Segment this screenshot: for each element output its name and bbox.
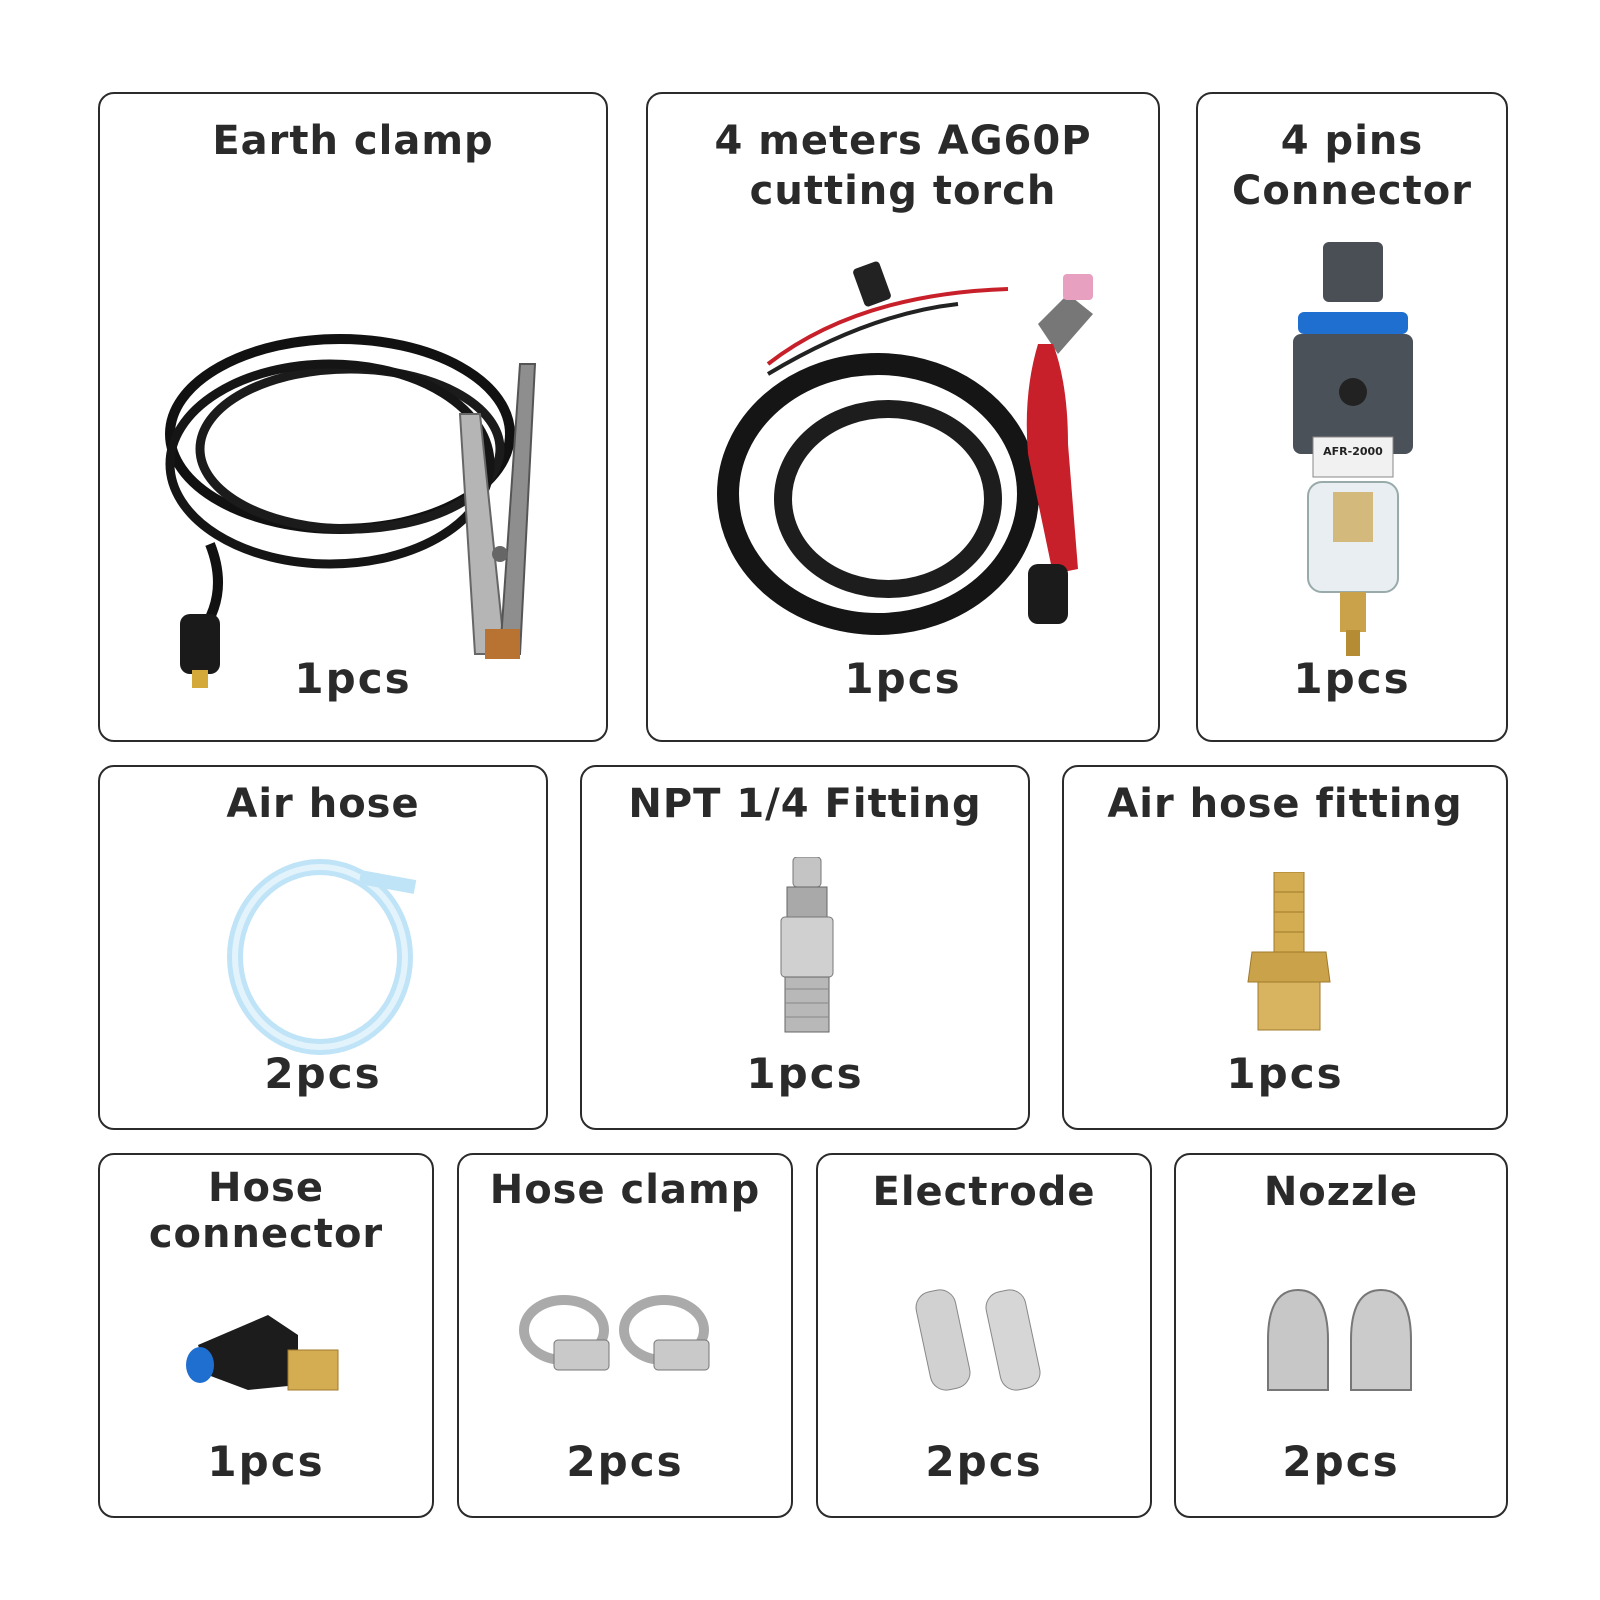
item-title-line2: cutting torch xyxy=(749,168,1057,214)
regulator-label: AFR-2000 xyxy=(1323,445,1383,458)
item-title-line2: Connector xyxy=(1232,168,1472,214)
cutting-torch-icon xyxy=(708,234,1128,654)
item-title: Hose clamp xyxy=(489,1167,761,1213)
item-title: Air hose fitting xyxy=(1107,781,1463,827)
npt-fitting-icon xyxy=(767,857,847,1037)
item-quantity: 2pcs xyxy=(566,1437,684,1486)
item-quantity: 2pcs xyxy=(925,1437,1043,1486)
item-title: NPT 1/4 Fitting xyxy=(628,781,982,827)
item-title: Nozzle xyxy=(1263,1169,1419,1215)
item-card-nozzle: Nozzle 2pcs xyxy=(1174,1153,1508,1518)
item-title: Electrode xyxy=(872,1169,1096,1215)
hose-clamp-icon xyxy=(514,1290,739,1380)
item-card-air-hose: Air hose 2pcs xyxy=(98,765,548,1130)
item-title-line1: Hose xyxy=(208,1165,324,1211)
item-title-line2: connector xyxy=(148,1211,384,1257)
item-quantity: 1pcs xyxy=(1226,1049,1344,1098)
electrode-icon xyxy=(913,1280,1053,1410)
brass-hose-barb-icon xyxy=(1244,872,1334,1032)
item-card-4-pins-connector: 4 pins Connector AFR-2000 1pcs xyxy=(1196,92,1508,742)
item-quantity: 1pcs xyxy=(844,654,962,703)
item-quantity: 1pcs xyxy=(1293,654,1411,703)
item-quantity: 1pcs xyxy=(746,1049,864,1098)
item-card-npt-fitting: NPT 1/4 Fitting 1pcs xyxy=(580,765,1030,1130)
item-card-earth-clamp: Earth clamp 1pcs xyxy=(98,92,608,742)
item-title: Air hose xyxy=(226,781,420,827)
air-hose-coil-icon xyxy=(220,847,430,1057)
item-quantity: 2pcs xyxy=(1282,1437,1400,1486)
item-quantity: 1pcs xyxy=(294,654,412,703)
item-quantity: 2pcs xyxy=(264,1049,382,1098)
item-card-hose-clamp: Hose clamp 2pcs xyxy=(457,1153,793,1518)
air-filter-regulator-icon: AFR-2000 xyxy=(1278,242,1428,662)
item-quantity: 1pcs xyxy=(207,1437,325,1486)
item-title: Earth clamp xyxy=(212,118,494,164)
elbow-push-connector-icon xyxy=(178,1295,348,1405)
item-card-cutting-torch: 4 meters AG60P cutting torch 1pcs xyxy=(646,92,1160,742)
item-card-hose-connector: Hose connector 1pcs xyxy=(98,1153,434,1518)
item-title-line1: 4 meters AG60P xyxy=(714,118,1092,164)
earth-clamp-cable-icon xyxy=(140,234,570,694)
item-card-air-hose-fitting: Air hose fitting 1pcs xyxy=(1062,765,1508,1130)
item-card-electrode: Electrode 2pcs xyxy=(816,1153,1152,1518)
item-title-line1: 4 pins xyxy=(1280,118,1424,164)
nozzle-icon xyxy=(1256,1280,1426,1410)
